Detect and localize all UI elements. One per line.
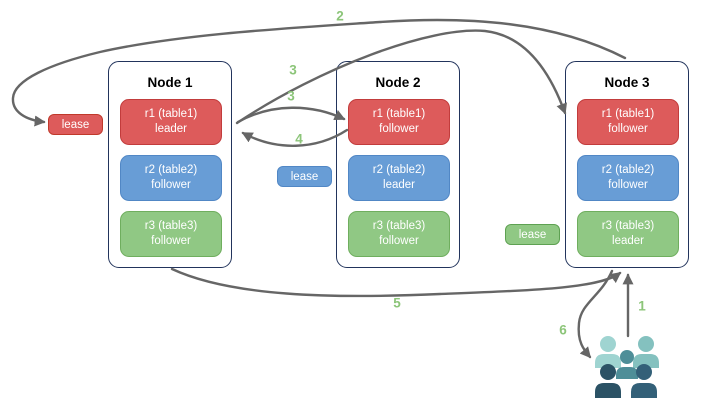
node3-replica-r1: r1 (table1) follower	[577, 99, 679, 145]
arrow-label-6: 6	[559, 322, 567, 338]
replica-name: r2 (table2)	[144, 164, 198, 176]
replica-name: r1 (table1)	[144, 108, 198, 120]
replica-name: r2 (table2)	[372, 164, 426, 176]
replica-name: r3 (table3)	[601, 220, 655, 232]
lease-badge-green: lease	[505, 224, 560, 245]
replica-role: follower	[379, 235, 419, 247]
node-1-title: Node 1	[147, 75, 193, 90]
replica-role: follower	[151, 235, 191, 247]
arrow-2-node3-to-lease	[11, 18, 627, 127]
node2-replica-r3: r3 (table3) follower	[348, 211, 450, 257]
replica-role: leader	[612, 235, 644, 247]
replica-role: follower	[608, 123, 648, 135]
replica-name: r1 (table1)	[372, 108, 426, 120]
replica-name: r3 (table3)	[372, 220, 426, 232]
node1-replica-r1: r1 (table1) leader	[120, 99, 222, 145]
node-2-title: Node 2	[375, 75, 421, 90]
replica-name: r2 (table2)	[601, 164, 655, 176]
node1-replica-r2: r2 (table2) follower	[120, 155, 222, 201]
node-3-title: Node 3	[604, 75, 650, 90]
replica-role: leader	[155, 123, 187, 135]
arrow-label-3a: 3	[289, 62, 297, 78]
node-2-box: Node 2 r1 (table1) follower r2 (table2) …	[336, 61, 460, 268]
node2-replica-r1: r1 (table1) follower	[348, 99, 450, 145]
lease-badge-red: lease	[48, 114, 103, 135]
node3-replica-r3: r3 (table3) leader	[577, 211, 679, 257]
replica-role: follower	[608, 179, 648, 191]
users-icon	[595, 336, 659, 398]
arrow-label-2: 2	[336, 8, 344, 24]
arrow-label-1: 1	[638, 298, 646, 314]
node-1-box: Node 1 r1 (table1) leader r2 (table2) fo…	[108, 61, 232, 268]
replica-name: r1 (table1)	[601, 108, 655, 120]
replica-role: follower	[151, 179, 191, 191]
arrow-5-node1-to-node3	[170, 267, 622, 298]
node1-replica-r3: r3 (table3) follower	[120, 211, 222, 257]
lease-badge-blue: lease	[277, 166, 332, 187]
arrow-3-node1-to-node2	[236, 106, 346, 124]
replica-role: leader	[383, 179, 415, 191]
replica-role: follower	[379, 123, 419, 135]
node2-replica-r2: r2 (table2) leader	[348, 155, 450, 201]
node-3-box: Node 3 r1 (table1) follower r2 (table2) …	[565, 61, 689, 268]
arrow-label-4: 4	[295, 131, 303, 147]
arrow-label-5: 5	[393, 295, 401, 311]
replica-name: r3 (table3)	[144, 220, 198, 232]
arrow-label-3b: 3	[287, 88, 295, 104]
node3-replica-r2: r2 (table2) follower	[577, 155, 679, 201]
